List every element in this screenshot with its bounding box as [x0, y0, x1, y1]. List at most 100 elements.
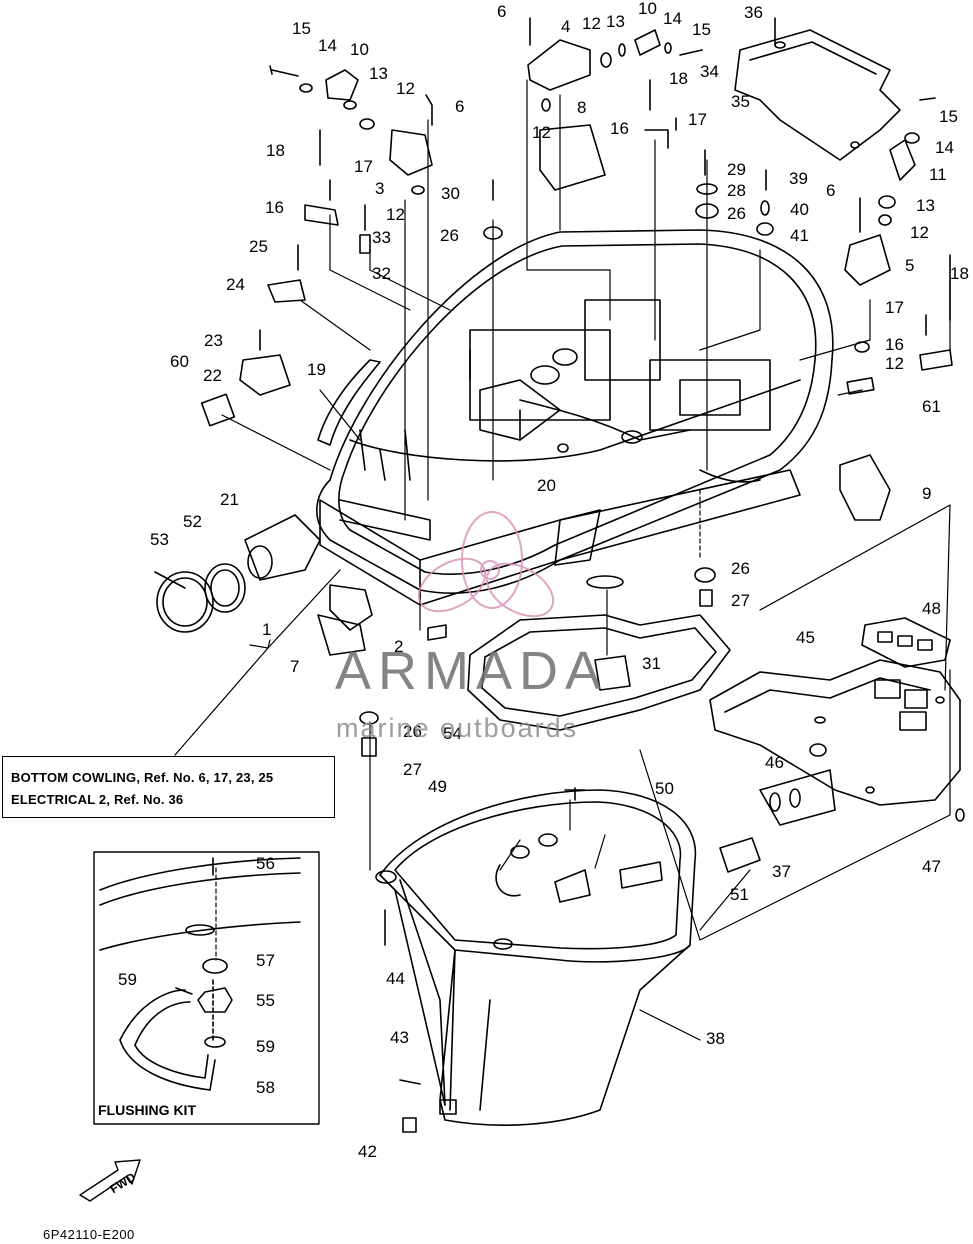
callout-26c: 26: [731, 559, 750, 578]
callout-54: 54: [443, 724, 462, 743]
callout-12e: 12: [910, 223, 929, 242]
callout-23: 23: [204, 331, 223, 350]
callout-14c: 14: [935, 138, 954, 157]
callout-55: 55: [256, 991, 275, 1010]
callout-45: 45: [796, 628, 815, 647]
reference-box: BOTTOM COWLING, Ref. No. 6, 17, 23, 25 E…: [2, 756, 335, 818]
callout-12b: 12: [386, 205, 405, 224]
callout-59b: 59: [256, 1037, 275, 1056]
bottom-cowling: [316, 229, 834, 606]
callout-18b: 18: [669, 69, 688, 88]
callout-16c: 16: [885, 335, 904, 354]
callout-32: 32: [372, 264, 391, 283]
callout-6a: 6: [455, 97, 464, 116]
callout-30: 30: [441, 184, 460, 203]
callout-13a: 13: [369, 64, 388, 83]
callout-35: 35: [731, 92, 750, 111]
callout-17a: 17: [354, 157, 373, 176]
callout-14a: 14: [318, 36, 337, 55]
callout-53: 53: [150, 530, 169, 549]
callout-59a: 59: [118, 970, 137, 989]
callout-12f: 12: [885, 354, 904, 373]
callout-16b: 16: [610, 119, 629, 138]
callout-48: 48: [922, 599, 941, 618]
callout-3: 3: [375, 179, 384, 198]
callout-13c: 13: [916, 196, 935, 215]
callout-43: 43: [390, 1028, 409, 1047]
callout-46: 46: [765, 753, 784, 772]
callout-44: 44: [386, 969, 405, 988]
callout-42: 42: [358, 1142, 377, 1161]
callout-15c: 15: [939, 107, 958, 126]
callout-27b: 27: [403, 760, 422, 779]
callout-38: 38: [706, 1029, 725, 1048]
leader-lines: [174, 79, 951, 1041]
fwd-arrow: [79, 1159, 141, 1202]
callout-41: 41: [790, 226, 809, 245]
callout-10a: 10: [350, 40, 369, 59]
callout-25: 25: [249, 237, 268, 256]
callout-36: 36: [744, 3, 763, 22]
callout-50: 50: [655, 779, 674, 798]
bracket-45: [709, 659, 961, 806]
callout-5: 5: [905, 256, 914, 275]
callout-47: 47: [922, 857, 941, 876]
callout-24: 24: [226, 275, 245, 294]
callout-18c: 18: [950, 264, 969, 283]
watermark-title: ARMADA: [335, 641, 609, 701]
callout-15b: 15: [692, 20, 711, 39]
lower-cover: [375, 789, 697, 1126]
callout-57: 57: [256, 951, 275, 970]
callout-14b: 14: [663, 9, 682, 28]
clamp-52-53: [154, 514, 321, 633]
callout-34: 34: [700, 62, 719, 81]
flushing-kit-box: [93, 851, 320, 1125]
callout-18a: 18: [266, 141, 285, 160]
callout-12c: 12: [582, 14, 601, 33]
callout-9: 9: [922, 484, 931, 503]
callout-4: 4: [561, 17, 570, 36]
callout-12a: 12: [396, 79, 415, 98]
callout-22: 22: [203, 366, 222, 385]
callout-10b: 10: [638, 0, 657, 18]
plate-48: [861, 617, 951, 668]
callout-12d: 12: [532, 123, 551, 142]
callouts: 15 14 10 13 12 6 18 17 3 12 16 33 32 25 …: [118, 0, 969, 1161]
callout-58: 58: [256, 1078, 275, 1097]
callout-52: 52: [183, 512, 202, 531]
callout-13b: 13: [606, 12, 625, 31]
callout-37: 37: [772, 862, 791, 881]
small-parts: [175, 17, 965, 1133]
callout-2: 2: [394, 637, 403, 656]
reference-line-1: BOTTOM COWLING, Ref. No. 6, 17, 23, 25: [11, 770, 274, 785]
callout-49: 49: [428, 777, 447, 796]
callout-6c: 6: [826, 181, 835, 200]
callout-61: 61: [922, 397, 941, 416]
callout-26d: 26: [403, 722, 422, 741]
callout-40: 40: [790, 200, 809, 219]
callout-16a: 16: [265, 198, 284, 217]
callout-17c: 17: [885, 298, 904, 317]
callout-29: 29: [727, 160, 746, 179]
callout-21: 21: [220, 490, 239, 509]
callout-6b: 6: [497, 2, 506, 21]
callout-31: 31: [642, 654, 661, 673]
callout-15a: 15: [292, 19, 311, 38]
bracket-35: [734, 29, 901, 161]
callout-28: 28: [727, 181, 746, 200]
watermark-logo: [417, 511, 555, 618]
callout-27a: 27: [731, 591, 750, 610]
callout-11: 11: [929, 165, 947, 184]
callout-51: 51: [730, 885, 749, 904]
callout-33: 33: [372, 228, 391, 247]
callout-17b: 17: [688, 110, 707, 129]
watermark-subtitle: marine outboards: [336, 713, 579, 743]
flushing-kit-parts: [99, 857, 301, 1091]
reference-line-2: ELECTRICAL 2, Ref. No. 36: [11, 792, 184, 807]
callout-20: 20: [537, 476, 556, 495]
seal-19: [317, 359, 381, 446]
callout-1: 1: [262, 620, 271, 639]
flushing-kit-label: FLUSHING KIT: [98, 1102, 196, 1118]
callout-7: 7: [290, 657, 299, 676]
